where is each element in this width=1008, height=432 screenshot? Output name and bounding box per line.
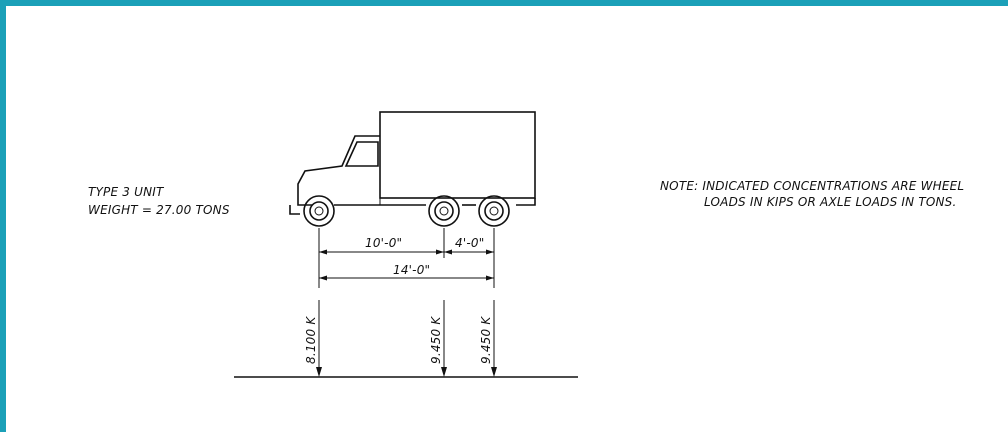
dimension-lines xyxy=(318,228,495,288)
load-middle-axle: 9.450 K xyxy=(429,316,443,364)
dimension-overall: 14'-0" xyxy=(393,263,430,277)
dimension-front-to-mid: 10'-0" xyxy=(365,236,402,250)
truck-drawing xyxy=(289,111,536,227)
load-front-axle: 8.100 K xyxy=(304,316,318,364)
unit-type-label: TYPE 3 UNIT xyxy=(88,185,165,199)
cab-window xyxy=(344,141,379,167)
load-rear-axle: 9.450 K xyxy=(479,316,493,364)
unit-weight-label: WEIGHT = 27.00 TONS xyxy=(88,203,230,217)
middle-wheel xyxy=(428,195,460,227)
front-bumper xyxy=(289,205,300,215)
note-line-2: LOADS IN KIPS OR AXLE LOADS IN TONS. xyxy=(704,195,957,209)
cargo-box xyxy=(379,111,536,199)
truck-cab xyxy=(297,135,380,206)
dimension-mid-to-rear: 4'-0" xyxy=(455,236,484,250)
chassis-rail-rear xyxy=(516,198,536,206)
load-arrows xyxy=(316,300,497,377)
front-wheel xyxy=(303,195,335,227)
note-line-1: NOTE: INDICATED CONCENTRATIONS ARE WHEEL xyxy=(660,179,964,193)
rear-wheel xyxy=(478,195,510,227)
